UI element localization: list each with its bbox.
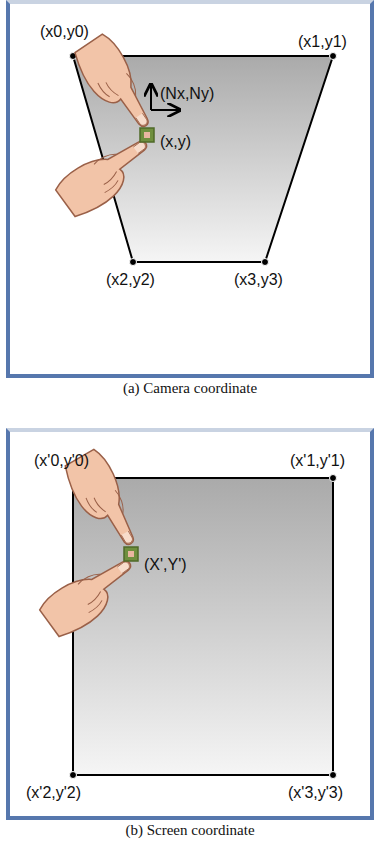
panel-frame: (b) Screen coordinate	[6, 428, 374, 820]
hand	[37, 547, 144, 642]
coordinate-label: (x,y)	[160, 132, 191, 151]
coordinate-label: (x1,y1)	[298, 32, 347, 51]
coordinate-label: (x'0,y'0)	[34, 451, 89, 470]
hand	[70, 31, 163, 139]
panel-caption: (b) Screen coordinate	[10, 822, 370, 839]
touch-point	[140, 128, 154, 142]
coordinate-label: (x0,y0)	[40, 22, 89, 41]
corner-dots	[70, 475, 337, 779]
panel-frame: (a) Camera coordinate	[6, 0, 374, 378]
touch-point	[128, 551, 134, 557]
coordinate-label: (X',Y')	[144, 555, 187, 574]
coordinate-label: (x2,y2)	[106, 270, 155, 289]
coordinate-label: (Nx,Ny)	[160, 84, 214, 103]
coordinate-label: (x3,y3)	[234, 270, 283, 289]
hand	[53, 127, 160, 222]
touch-point	[144, 132, 150, 138]
coordinate-label: (x'3,y'3)	[288, 783, 343, 802]
touch-point	[124, 547, 138, 561]
coordinate-label: (x'2,y'2)	[26, 783, 81, 802]
coordinate-label: (x'1,y'1)	[290, 451, 345, 470]
panel-caption: (a) Camera coordinate	[10, 380, 370, 397]
